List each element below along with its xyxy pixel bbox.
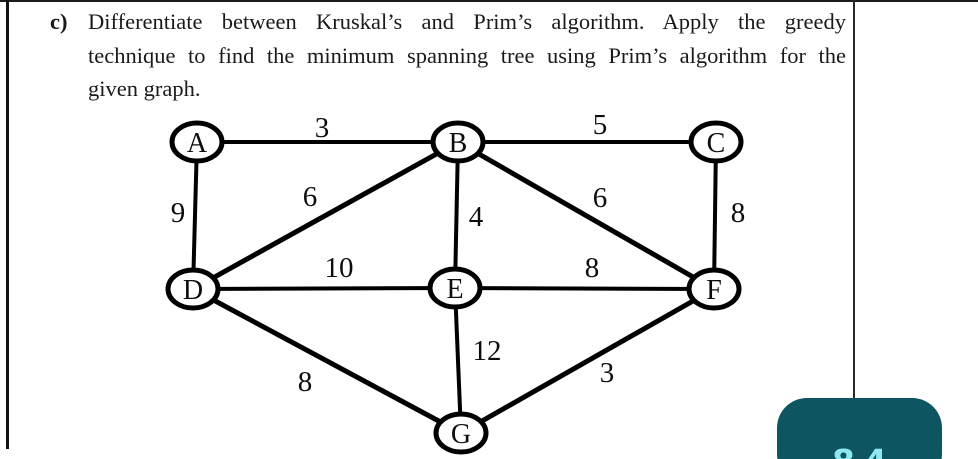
question-line: given graph. bbox=[88, 76, 201, 101]
edge-weight-A-B: 3 bbox=[315, 112, 330, 144]
floating-badge[interactable]: 84 bbox=[777, 398, 942, 459]
edge-weight-F-G: 3 bbox=[600, 357, 615, 389]
graph-edge-E-G bbox=[453, 287, 463, 434]
graph-node-E bbox=[427, 266, 483, 310]
graph-edge-A-D bbox=[191, 141, 199, 290]
edge-weight-E-G: 12 bbox=[473, 335, 502, 367]
graph-node-label-E: E bbox=[446, 274, 463, 305]
graph-node-label-G: G bbox=[451, 419, 471, 450]
graph-node-D bbox=[165, 267, 221, 311]
table-right-border bbox=[853, 0, 855, 459]
question-text: Differentiate between Kruskal’s and Prim… bbox=[88, 5, 846, 106]
edge-weight-C-F: 8 bbox=[731, 197, 746, 229]
graph-node-label-C: C bbox=[707, 128, 726, 159]
graph-node-label-F: F bbox=[706, 275, 722, 306]
table-top-border bbox=[0, 0, 978, 2]
graph-edge-C-F bbox=[712, 141, 718, 290]
graph-node-label-B: B bbox=[449, 128, 468, 159]
graph-node-A bbox=[169, 120, 225, 164]
edge-weight-B-E: 4 bbox=[469, 201, 484, 233]
question-item-label: c) bbox=[50, 9, 68, 34]
edge-weight-A-D: 9 bbox=[171, 197, 186, 229]
edge-weight-D-E: 10 bbox=[325, 252, 354, 284]
graph-node-label-D: D bbox=[183, 275, 203, 306]
graph-node-B bbox=[430, 120, 486, 164]
edge-weight-B-C: 5 bbox=[593, 109, 608, 141]
graph-edge-D-E bbox=[192, 286, 456, 291]
graph-node-F bbox=[686, 267, 742, 311]
graph-edge-D-G bbox=[191, 286, 463, 436]
graph-node-G bbox=[433, 411, 489, 455]
edge-weight-B-F: 6 bbox=[593, 182, 608, 214]
graph-node-label-A: A bbox=[187, 128, 208, 159]
graph-edge-B-F bbox=[456, 139, 716, 292]
graph-edge-E-F bbox=[454, 286, 715, 291]
edge-weight-B-D: 6 bbox=[303, 181, 318, 213]
question-line: technique to find the minimum spanning t… bbox=[88, 42, 846, 68]
question-line: Differentiate between Kruskal’s and Prim… bbox=[88, 9, 846, 34]
graph-edge-B-E bbox=[453, 141, 460, 289]
graph-edge-F-G bbox=[459, 286, 716, 436]
edge-weight-D-G: 8 bbox=[298, 366, 313, 398]
floating-badge-label: 84 bbox=[777, 442, 942, 459]
table-left-border bbox=[6, 0, 9, 449]
question-block: c) Differentiate between Kruskal’s and P… bbox=[50, 5, 846, 106]
edge-weight-E-F: 8 bbox=[585, 252, 600, 284]
graph-edge-B-D bbox=[191, 139, 460, 292]
graph-node-C bbox=[688, 120, 744, 164]
